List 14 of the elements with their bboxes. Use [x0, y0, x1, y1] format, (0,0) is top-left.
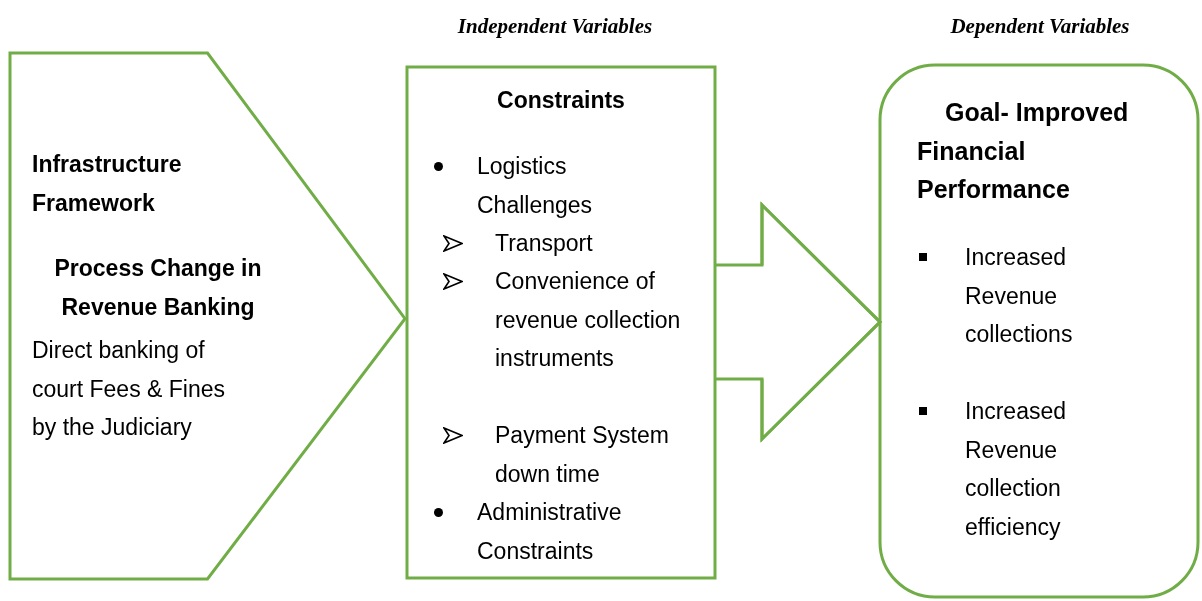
section-heading: Dependent Variables	[950, 14, 1130, 39]
body-text: Convenience of revenue collection instruments	[495, 268, 681, 371]
body-text: Payment System down time	[495, 422, 669, 487]
heading-text: Goal- Improved Financial Performance	[917, 98, 1129, 203]
body-text: Administrative Constraints	[477, 499, 622, 564]
body-text: Increased Revenue collection efficiency	[965, 398, 1066, 540]
body-text: Logistics Challenges	[477, 153, 593, 218]
body-text: Transport	[495, 230, 593, 256]
heading-text: Constraints	[497, 87, 625, 113]
body-text: Increased Revenue collections	[965, 244, 1073, 347]
heading-text: Infrastructure Framework	[32, 151, 182, 216]
section-heading: Independent Variables	[457, 14, 653, 39]
heading-text: Process Change in Revenue Banking	[54, 255, 262, 320]
body-text: Direct banking of court Fees & Fines by the Judiciary	[32, 337, 226, 440]
